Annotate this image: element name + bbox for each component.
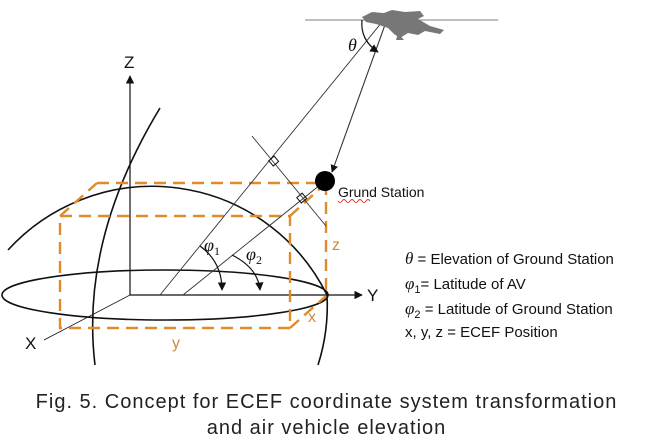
box-x-label: x	[308, 309, 316, 326]
tangent-line	[251, 135, 327, 227]
y-axis-label: Y	[367, 286, 378, 305]
phi2-arc	[231, 254, 264, 291]
line-av-to-station	[330, 21, 387, 173]
ground-station-marker	[315, 171, 335, 191]
right-angle-mark-1	[268, 155, 280, 167]
right-angle-mark-2	[296, 192, 308, 204]
sphere-outline-right	[317, 294, 329, 366]
figure-caption-line-2: and air vehicle elevation	[206, 417, 447, 439]
legend-item-ecef: x, y, z = ECEF Position	[405, 324, 558, 341]
line-origin-to-station	[182, 180, 326, 296]
ecef-box	[58, 181, 328, 330]
meridian-curve	[91, 107, 161, 366]
box-z-label: z	[332, 237, 340, 254]
spellcheck-underline	[337, 199, 371, 203]
x-axis	[43, 294, 131, 341]
z-axis-label: Z	[124, 53, 134, 72]
legend-item-theta: θ = Elevation of Ground Station	[405, 249, 614, 268]
box-y-label: y	[172, 335, 180, 352]
ground-station-label: Grund Station	[338, 184, 424, 200]
legend-item-phi2: φ2 = Latitude of Ground Station	[405, 299, 613, 321]
legend-item-phi1: φ1= Latitude of AV	[405, 274, 526, 296]
phi1-label: φ1	[204, 235, 220, 258]
x-axis-label: X	[25, 334, 36, 353]
figure-caption-line-1: Fig. 5. Concept for ECEF coordinate syst…	[35, 391, 618, 413]
theta-arc	[361, 19, 379, 53]
aircraft-icon	[362, 10, 444, 40]
phi2-label: φ2	[246, 244, 262, 267]
theta-label: θ	[348, 35, 357, 55]
sphere-outline	[7, 185, 328, 296]
phi1-arc	[199, 245, 227, 291]
